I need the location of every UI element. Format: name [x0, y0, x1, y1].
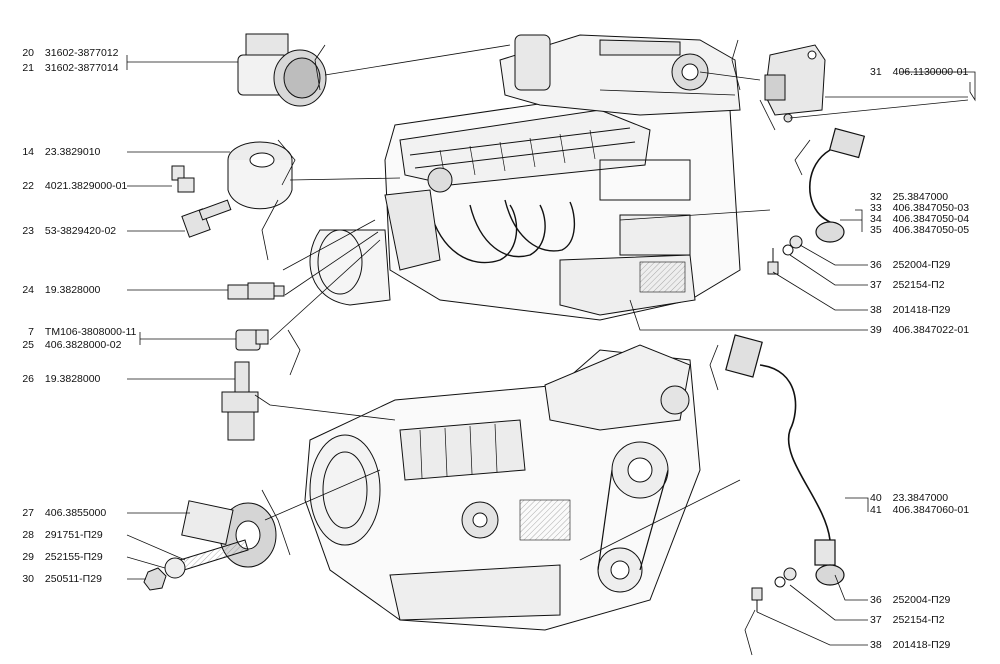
- callout-20: 20 31602-3877012: [20, 47, 119, 59]
- callout-part-code: 53-3829420-02: [44, 225, 117, 237]
- callout-number: 35: [870, 224, 882, 236]
- callout-number: 40: [870, 492, 882, 504]
- callout-36-upper: 36 252004-П29: [870, 259, 950, 271]
- callout-number: 20: [22, 47, 34, 59]
- air-flow-sensor-part: [237, 33, 327, 107]
- callout-part-code: 31602-3877012: [44, 47, 119, 59]
- callout-number: 37: [870, 614, 882, 626]
- oil-pressure-sender-part: [171, 165, 195, 193]
- camshaft-sensor-part: [725, 334, 845, 586]
- callout-number: 36: [870, 259, 882, 271]
- callout-39: 39 406.3847022-01: [870, 324, 969, 336]
- ignition-module-part: [764, 44, 826, 123]
- oil-sender-part: [235, 329, 269, 351]
- knock-sensor-part: [143, 500, 277, 591]
- callout-number: 29: [22, 551, 34, 563]
- callout-part-code: 406.3855000: [44, 507, 107, 519]
- callout-part-code: 201418-П29: [892, 304, 951, 316]
- callout-part-code: 406.3847050-05: [892, 224, 970, 236]
- callout-number: 26: [22, 373, 34, 385]
- callout-37-upper: 37 252154-П2: [870, 279, 945, 291]
- callout-part-code: 250511-П29: [44, 573, 102, 585]
- callout-22: 22 4021.3829000-01: [20, 180, 127, 192]
- temperature-sensor-part: [227, 282, 285, 300]
- tee-fitting-part: [181, 199, 232, 238]
- callout-number: 7: [28, 326, 34, 338]
- callout-36-lower: 36 252004-П29: [870, 594, 950, 606]
- callout-37-lower: 37 252154-П2: [870, 614, 945, 626]
- callout-35: 35 406.3847050-05: [870, 224, 969, 236]
- callout-number: 21: [22, 62, 34, 74]
- coolant-temp-sensor-part: [221, 361, 259, 441]
- callout-14: 14 23.3829010: [20, 146, 100, 158]
- callout-part-code: 252004-П29: [892, 259, 951, 271]
- callout-7: 7 ТМ106-3808000-11: [20, 326, 136, 338]
- upper-engine-drawing: [309, 34, 741, 321]
- callout-41: 41 406.3847060-01: [870, 504, 969, 516]
- callout-part-code: 201418-П29: [892, 639, 951, 651]
- callout-number: 38: [870, 304, 882, 316]
- callout-part-code: 19.3828000: [44, 373, 101, 385]
- callout-part-code: 406.3828000-02: [44, 339, 122, 351]
- callout-part-code: ТМ106-3808000-11: [44, 326, 137, 338]
- callout-part-code: 406.3847050-03: [892, 202, 970, 214]
- callout-38-upper: 38 201418-П29: [870, 304, 950, 316]
- callout-part-code: 25.3847000: [892, 191, 949, 203]
- callout-number: 34: [870, 213, 882, 225]
- callout-number: 25: [22, 339, 34, 351]
- callout-34: 34 406.3847050-04: [870, 213, 969, 225]
- callout-number: 36: [870, 594, 882, 606]
- callout-part-code: 406.1130000-01: [892, 66, 969, 78]
- callout-23: 23 53-3829420-02: [20, 225, 116, 237]
- callout-number: 30: [22, 573, 34, 585]
- callout-part-code: 252154-П2: [892, 279, 945, 291]
- callout-part-code: 23.3847000: [892, 492, 949, 504]
- lower-engine-drawing: [304, 344, 701, 631]
- callout-part-code: 23.3829010: [44, 146, 101, 158]
- crankshaft-sensor-part: [809, 127, 866, 243]
- callout-29: 29 252155-П29: [20, 551, 103, 563]
- callout-24: 24 19.3828000: [20, 284, 100, 296]
- callout-number: 23: [22, 225, 34, 237]
- callout-part-code: 31602-3877014: [44, 62, 119, 74]
- callout-part-code: 4021.3829000-01: [44, 180, 128, 192]
- callout-number: 39: [870, 324, 882, 336]
- callout-part-code: 406.3847060-01: [892, 504, 970, 516]
- callout-number: 31: [870, 66, 882, 78]
- callout-part-code: 406.3847050-04: [892, 213, 970, 225]
- callout-part-code: 252004-П29: [892, 594, 951, 606]
- callout-part-code: 19.3828000: [44, 284, 101, 296]
- callout-31: 31 406.1130000-01: [870, 66, 968, 78]
- callout-32: 32 25.3847000: [870, 191, 948, 203]
- callout-number: 41: [870, 504, 882, 516]
- callout-part-code: 291751-П29: [44, 529, 103, 541]
- callout-26: 26 19.3828000: [20, 373, 100, 385]
- callout-part-code: 406.3847022-01: [892, 324, 970, 336]
- oil-filter-part: [227, 141, 293, 210]
- callout-part-code: 252155-П29: [44, 551, 103, 563]
- callout-21: 21 31602-3877014: [20, 62, 119, 74]
- callout-27: 27 406.3855000: [20, 507, 106, 519]
- callout-number: 24: [22, 284, 34, 296]
- callout-number: 33: [870, 202, 882, 214]
- lower-fastener-set: [751, 567, 797, 612]
- callout-number: 22: [22, 180, 34, 192]
- callout-part-code: 252154-П2: [892, 614, 945, 626]
- callout-33: 33 406.3847050-03: [870, 202, 969, 214]
- callout-number: 38: [870, 639, 882, 651]
- callout-number: 14: [22, 146, 34, 158]
- callout-38-lower: 38 201418-П29: [870, 639, 950, 651]
- leader-lines: [126, 39, 976, 656]
- callout-number: 37: [870, 279, 882, 291]
- callout-40: 40 23.3847000: [870, 492, 948, 504]
- callout-number: 27: [22, 507, 34, 519]
- upper-fastener-set: [767, 235, 803, 275]
- callout-number: 32: [870, 191, 882, 203]
- callout-30: 30 250511-П29: [20, 573, 102, 585]
- callout-25: 25 406.3828000-02: [20, 339, 121, 351]
- callout-number: 28: [22, 529, 34, 541]
- callout-28: 28 291751-П29: [20, 529, 103, 541]
